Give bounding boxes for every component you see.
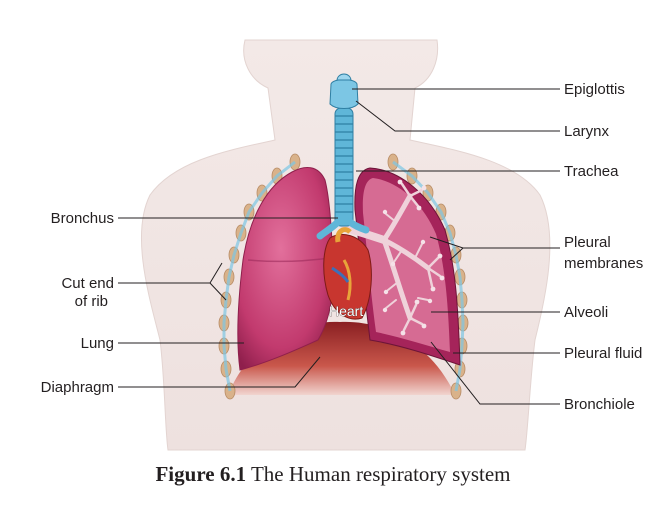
trachea-tube — [334, 107, 354, 227]
label-lung: Lung — [81, 335, 114, 352]
leader-lines — [118, 88, 560, 405]
label-epiglottis: Epiglottis — [564, 81, 625, 98]
label-cut-end-of-rib-line2: of rib — [75, 293, 108, 310]
alveoli-dots — [382, 179, 445, 336]
label-trachea: Trachea — [564, 163, 619, 180]
heart-shape — [323, 227, 372, 320]
larynx-shape — [329, 79, 359, 109]
left-intercostal — [222, 160, 296, 392]
label-heart: Heart — [329, 303, 363, 319]
left-bronchus — [316, 218, 342, 240]
label-bronchus: Bronchus — [51, 210, 114, 227]
figure-caption: Figure 6.1 The Human respiratory system — [0, 462, 666, 487]
right-intercostal — [392, 160, 465, 392]
left-lung-fissure — [247, 257, 331, 263]
label-diaphragm: Diaphragm — [41, 379, 114, 396]
label-pleural-membranes-line2: membranes — [564, 255, 643, 272]
label-pleural-membranes-line1: Pleural — [564, 234, 611, 251]
figure-title: The Human respiratory system — [250, 462, 511, 486]
label-bronchiole: Bronchiole — [564, 396, 635, 413]
label-larynx: Larynx — [564, 123, 610, 140]
epiglottis-shape — [336, 73, 352, 81]
label-cut-end-of-rib-line1: Cut end — [61, 275, 114, 292]
label-pleural-fluid: Pleural fluid — [564, 345, 642, 362]
figure-number: Figure 6.1 — [155, 462, 247, 486]
right-bronchus — [346, 218, 370, 234]
label-alveoli: Alveoli — [564, 304, 608, 321]
